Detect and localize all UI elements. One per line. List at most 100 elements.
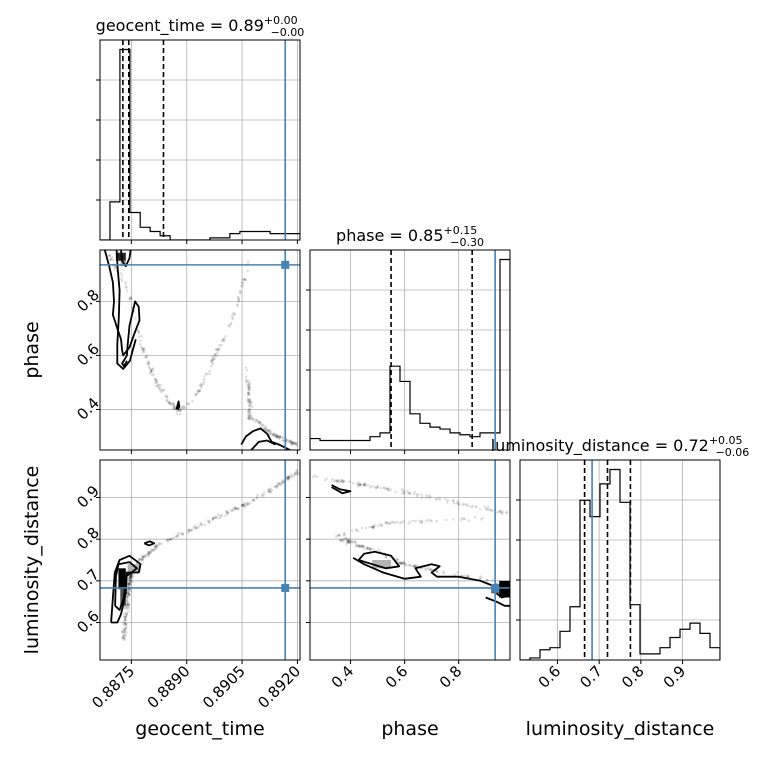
sample-point: [123, 633, 126, 637]
histogram-luminosity_distance: [520, 468, 720, 660]
sample-point: [462, 517, 465, 520]
sample-point: [154, 545, 157, 548]
sample-point: [489, 508, 492, 512]
sample-point: [129, 576, 132, 579]
sample-point: [140, 346, 144, 350]
sample-point: [229, 509, 233, 512]
sample-point: [338, 533, 341, 537]
sample-point: [407, 564, 410, 567]
sample-point: [147, 553, 150, 556]
sample-point: [267, 488, 270, 491]
sample-point: [229, 321, 233, 325]
sample-point: [214, 515, 218, 519]
sample-point: [365, 547, 369, 551]
grid: [100, 460, 300, 660]
sample-point: [128, 588, 132, 592]
sample-point: [139, 339, 142, 343]
sample-point: [248, 404, 252, 407]
sample-point: [123, 628, 126, 631]
sample-point: [280, 481, 284, 484]
sample-point: [275, 486, 279, 489]
density-cell: [372, 560, 392, 569]
sample-point: [218, 348, 221, 351]
sample-point: [214, 352, 217, 356]
sample-point: [127, 601, 130, 604]
sample-point: [155, 381, 158, 385]
sample-point: [185, 402, 188, 406]
sample-point: [369, 486, 372, 489]
sample-point: [166, 538, 169, 541]
sample-point: [357, 544, 361, 547]
sample-point: [248, 393, 251, 397]
sample-point: [154, 545, 157, 549]
sample-point: [128, 297, 131, 301]
sample-point: [187, 529, 190, 532]
sample-point: [195, 393, 198, 397]
sample-point: [244, 504, 247, 508]
sample-point: [131, 580, 134, 583]
sample-point: [484, 507, 488, 511]
sample-point: [346, 540, 350, 544]
sample-point: [126, 606, 129, 609]
sample-point: [464, 503, 468, 507]
sample-point: [248, 410, 252, 413]
sample-point: [358, 483, 362, 487]
sample-point: [350, 541, 354, 545]
sample-point: [157, 386, 161, 390]
sample-point: [233, 506, 237, 510]
sample-point: [400, 488, 404, 491]
sample-point: [129, 579, 133, 583]
sample-point: [491, 509, 494, 512]
sample-point: [120, 279, 124, 283]
title-main: luminosity_distance = 0.72: [491, 436, 709, 456]
sample-point: [467, 574, 470, 578]
sample-point: [359, 545, 362, 548]
sample-point: [158, 542, 162, 546]
sample-point: [231, 509, 235, 512]
sample-point: [152, 548, 155, 552]
sample-point: [269, 487, 273, 491]
sample-point: [202, 382, 205, 386]
sample-point: [141, 558, 145, 562]
sample-point: [128, 297, 132, 301]
sample-point: [239, 290, 242, 294]
sample-point: [411, 519, 415, 523]
sample-point: [429, 568, 433, 571]
contour-line: [357, 550, 401, 570]
sample-point: [176, 532, 180, 535]
sample-point: [119, 271, 122, 275]
sample-point: [275, 484, 278, 488]
sample-point: [285, 439, 289, 442]
sample-point: [248, 388, 251, 392]
panel-title-phase: phase = 0.85+0.15−0.30: [336, 224, 484, 249]
sample-point: [425, 496, 428, 499]
sample-point: [259, 423, 262, 426]
sample-point: [109, 258, 112, 262]
sample-point: [404, 564, 407, 567]
sample-point: [255, 418, 259, 422]
sample-point: [340, 478, 344, 482]
sample-point: [408, 564, 412, 567]
sample-point: [142, 555, 145, 559]
contour-line: [495, 592, 510, 599]
sample-point: [181, 532, 184, 536]
sample-point: [412, 493, 416, 496]
sample-point: [240, 503, 244, 507]
sample-point: [265, 428, 269, 432]
sample-point: [392, 520, 395, 524]
sample-point: [248, 501, 252, 505]
sample-point: [145, 355, 149, 359]
sample-point: [498, 510, 502, 513]
sample-point: [128, 578, 131, 581]
sample-point: [158, 388, 162, 392]
sample-point: [245, 379, 249, 383]
sample-point: [485, 578, 489, 582]
sample-point: [143, 347, 146, 350]
sample-point: [212, 516, 216, 520]
contour-line: [103, 250, 141, 368]
sample-point: [129, 577, 132, 581]
sample-point: [369, 546, 372, 550]
sample-point: [289, 474, 293, 478]
sample-point: [200, 386, 203, 389]
sample-point: [236, 304, 239, 308]
